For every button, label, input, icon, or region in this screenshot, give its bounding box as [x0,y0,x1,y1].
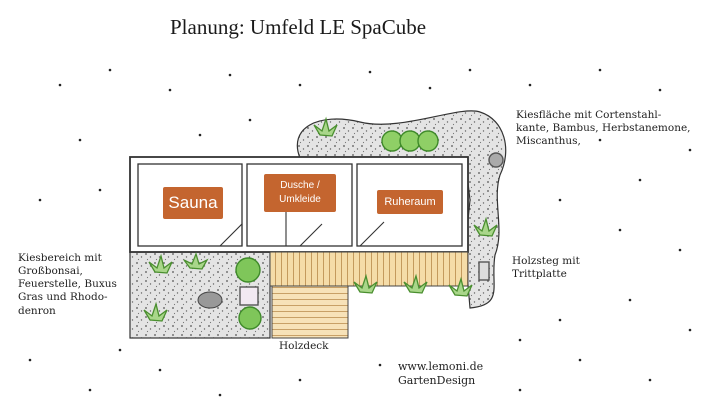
credit-text: www.lemoni.de GartenDesign [398,360,484,387]
plants [235,130,504,330]
room-label-ruheraum: Ruheraum [377,190,443,214]
room-label-sauna: Sauna [163,187,223,219]
shrub-marks [143,116,498,322]
label-holzsteg: Holzsteg mit Trittplatte [512,255,580,281]
label-kiesflaeche-east: Kiesfläche mit Cortenstahl- kante, Bambu… [516,109,691,148]
label-holzdeck: Holzdeck [279,340,329,352]
holzdeck [271,285,349,339]
page-title: Planung: Umfeld LE SpaCube [170,15,427,39]
label-kiesbereich-west: Kiesbereich mit Großbonsai, Feuerstelle,… [18,252,117,317]
holzsteg-deck [269,251,469,287]
room-label-dusche: Dusche / Umkleide [264,174,336,212]
scatter-dots [28,68,692,397]
